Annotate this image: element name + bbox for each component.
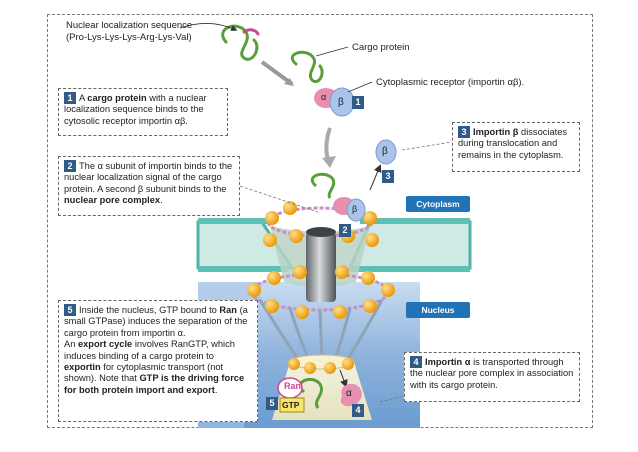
step-3-rest: dissociates during translocation and rem… bbox=[458, 127, 568, 160]
alpha-label-nucleus: α bbox=[346, 388, 352, 399]
beta-label-pore: β bbox=[352, 204, 358, 214]
step-marker-4: 4 bbox=[352, 404, 364, 417]
step-5-p1-rest: (a small GTPase) induces the separation … bbox=[64, 305, 248, 338]
step-5-p2-bold3: GTP is the driving force for both protei… bbox=[64, 373, 245, 395]
alpha-label-complex: α bbox=[321, 92, 327, 102]
step-1-pre: A bbox=[79, 93, 88, 103]
step-4-num: 4 bbox=[410, 356, 422, 368]
step-marker-2: 2 bbox=[339, 224, 351, 237]
pore-beads-bottom bbox=[247, 265, 395, 319]
step-5-p2-end: . bbox=[214, 384, 218, 395]
ran-label: Ran bbox=[284, 381, 302, 391]
step-1-bold: cargo protein bbox=[87, 93, 147, 103]
nucleus-banner: Nucleus bbox=[406, 302, 470, 318]
gtp-label: GTP bbox=[282, 400, 300, 410]
step-marker-1: 1 bbox=[352, 96, 364, 109]
step-2-rest: . bbox=[160, 195, 163, 206]
step-marker-5: 5 bbox=[266, 397, 278, 410]
beta-label-complex: β bbox=[338, 97, 344, 108]
step-5-p2-bold2: exportin bbox=[64, 362, 101, 373]
cargo-protein-free bbox=[221, 24, 260, 61]
released-importin-beta bbox=[369, 139, 397, 191]
step-marker-3: 3 bbox=[382, 170, 394, 183]
step-3-num: 3 bbox=[458, 126, 470, 138]
ran-gtp-cargo-release bbox=[277, 369, 362, 413]
complex-at-pore bbox=[310, 172, 366, 222]
nls-label-line1: Nuclear localization sequence bbox=[66, 20, 193, 31]
step-2-num: 2 bbox=[64, 160, 76, 172]
pore-beads-funnel bbox=[288, 358, 354, 374]
step-5-p2-mid: involves RanGTP, which induces binding o… bbox=[64, 339, 235, 361]
step-5-num: 5 bbox=[64, 304, 76, 316]
step-4-rest: is transported through the nuclear pore … bbox=[410, 357, 574, 390]
step-5-p1-pre: Inside the nucleus, GTP bound to bbox=[79, 305, 220, 315]
cytoplasm-banner: Cytoplasm bbox=[406, 196, 470, 212]
cargo-protein-label: Cargo protein bbox=[352, 42, 410, 53]
cytoplasmic-receptor-label: Cytoplasmic receptor (importin αβ). bbox=[376, 77, 525, 88]
step-1-num: 1 bbox=[64, 92, 76, 104]
step-5-p2-pre: An bbox=[64, 339, 78, 350]
step-3-bold: Importin β bbox=[473, 127, 519, 137]
step-arrow-1 bbox=[260, 60, 294, 86]
step-5-p1-bold: Ran bbox=[219, 305, 237, 315]
step-1-rest: with a nuclear localization sequence bin… bbox=[64, 93, 207, 126]
step-4-bold: Importin α bbox=[425, 357, 471, 367]
step-5-p2-rest: for cytoplasmic transport (not shown). N… bbox=[64, 362, 224, 384]
step-2-bold: nuclear pore complex bbox=[64, 195, 161, 206]
nls-label-line2: (Pro-Lys-Lys-Lys-Arg-Lys-Val) bbox=[66, 32, 192, 43]
step-2-pre: The α subunit of importin binds to the n… bbox=[64, 161, 233, 194]
cargo-importin-complex bbox=[290, 50, 355, 117]
step-arrow-2 bbox=[324, 127, 332, 161]
step-5-p2-bold1: export cycle bbox=[77, 339, 133, 350]
pore-beads-top bbox=[263, 201, 379, 247]
beta-label-released: β bbox=[382, 146, 388, 157]
